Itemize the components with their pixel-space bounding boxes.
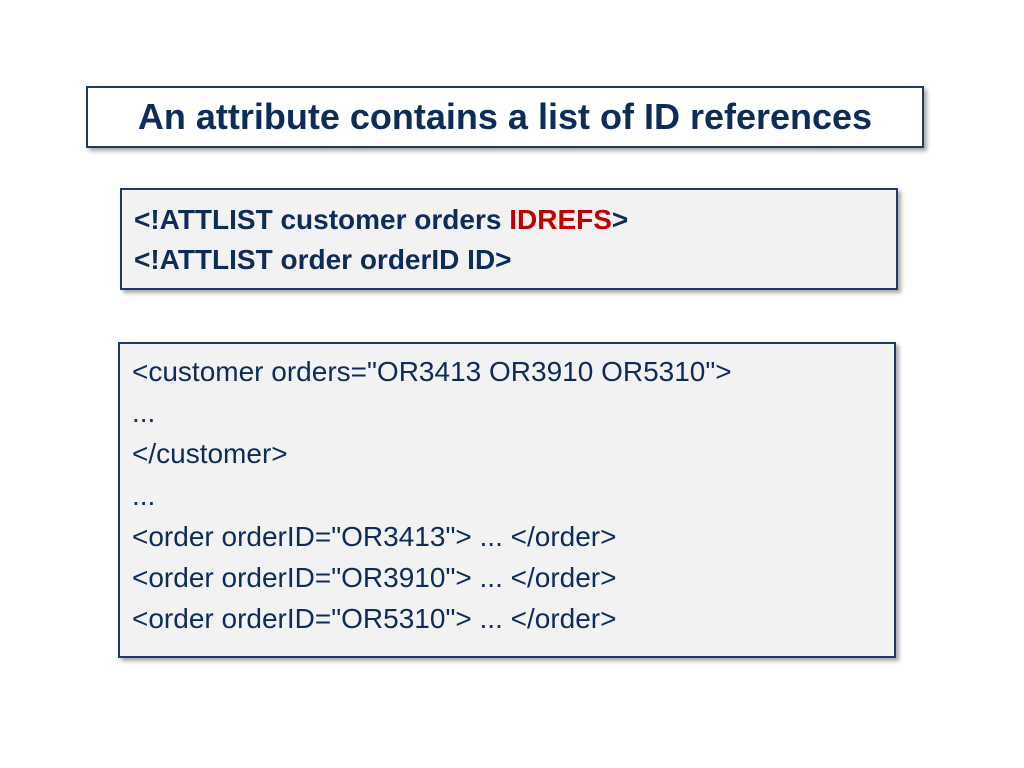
- idrefs-keyword: IDREFS: [509, 204, 612, 235]
- xml-line: </customer>: [132, 438, 288, 470]
- dtd-line-order: <!ATTLIST order orderID ID>: [134, 244, 512, 275]
- xml-line: ...: [132, 397, 156, 429]
- dtd-line-customer-suffix: >: [611, 204, 629, 235]
- xml-line: <customer orders="OR3413 OR3910 OR5310">: [132, 356, 732, 387]
- xml-line: <order orderID="OR5310"> ... </order>: [132, 603, 617, 635]
- slide-title-box: An attribute contains a list of ID refer…: [86, 86, 924, 148]
- dtd-line-customer-prefix: <!ATTLIST customer orders: [134, 204, 510, 235]
- xml-example-box: <customer orders="OR3413 OR3910 OR5310">…: [118, 342, 896, 658]
- xml-line: <order orderID="OR3910"> ... </order>: [132, 562, 617, 594]
- dtd-declaration-box: <!ATTLIST customer orders IDREFS> <!ATTL…: [120, 188, 898, 290]
- dtd-line-customer: <!ATTLIST customer orders IDREFS>: [134, 200, 896, 240]
- xml-line: ...: [132, 479, 156, 511]
- slide-title: An attribute contains a list of ID refer…: [137, 96, 873, 137]
- xml-line: <order orderID="OR3413"> ... </order>: [132, 520, 617, 552]
